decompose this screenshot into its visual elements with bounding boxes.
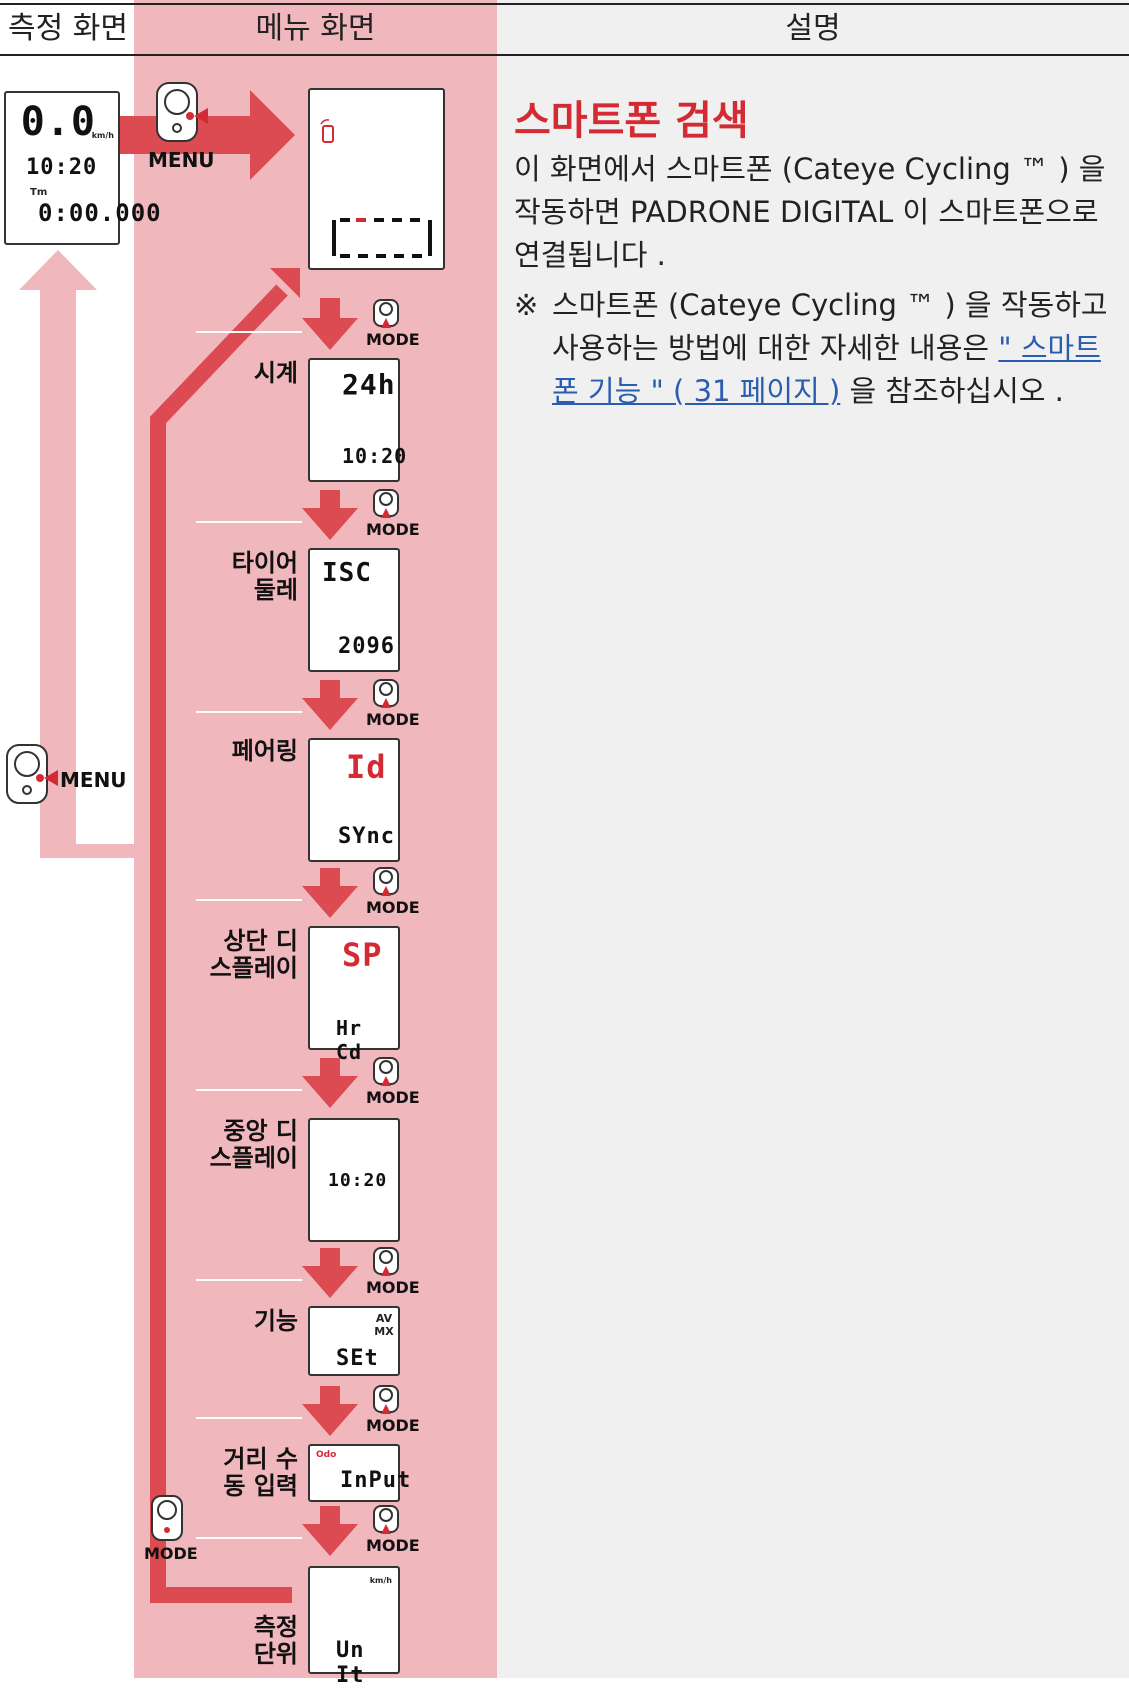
- lcd-top-text: ISC: [322, 558, 372, 588]
- lcd-middle-text: 10:20: [328, 1170, 388, 1191]
- lcd-bottom-text: InPut: [340, 1468, 412, 1493]
- mode-button-icon: [373, 1247, 399, 1276]
- menu-item-label: 중앙 디 스플레이: [209, 1117, 298, 1172]
- lcd-top-text: 24h: [342, 368, 396, 401]
- measure-speed-unit: km/h: [91, 131, 114, 140]
- menu-item-lcd: Id SYnc: [308, 738, 400, 862]
- mode-label: MODE: [366, 710, 420, 729]
- mode-button-icon: [373, 1505, 399, 1534]
- measure-screen-lcd: 0.0 km/h 10:20 Tm 0:00.000: [4, 91, 161, 245]
- menu-item-label: 측정 단위: [253, 1613, 298, 1668]
- mode-label: MODE: [366, 1088, 420, 1107]
- menu-item-lcd: 24h 10:20: [308, 358, 406, 482]
- description-title: 스마트폰 검색: [514, 98, 749, 144]
- header-menu-screen: 메뉴 화면: [255, 11, 376, 46]
- menu-item-lcd: AV MX SEt: [308, 1306, 400, 1376]
- note-mark: ※: [514, 288, 539, 322]
- mode-button-icon: [373, 1057, 399, 1086]
- mode-button-icon: [373, 679, 399, 708]
- menu-button-label-top: MENU: [148, 148, 215, 172]
- description-paragraph: 이 화면에서 스마트폰 (Cateye Cycling ™ ) 을 작동하면 P…: [514, 152, 1106, 272]
- menu-item-label: 타이어 둘레: [231, 549, 298, 604]
- mode-button-icon: [373, 1385, 399, 1414]
- menu-button-label-left: MENU: [60, 768, 127, 792]
- mode-label: MODE: [366, 1536, 420, 1555]
- menu-item-label: 페어링: [231, 737, 298, 765]
- header-bottom-rule: [0, 54, 1129, 56]
- description-note: 스마트폰 (Cateye Cycling ™ ) 을 작동하고 사용하는 방법에…: [552, 284, 1114, 413]
- measure-speed: 0.0: [20, 99, 96, 145]
- measure-tm-label: Tm: [30, 187, 48, 198]
- lcd-bottom-text: SYnc: [338, 824, 395, 849]
- device-menu-icon: [156, 82, 208, 142]
- menu-item-lcd: 10:20: [308, 1118, 400, 1242]
- lcd-bottom-text: 2096: [338, 634, 395, 659]
- lcd-top-text: Odo: [316, 1450, 337, 1460]
- mode-label: MODE: [366, 898, 420, 917]
- mode-button-icon: [373, 867, 399, 896]
- lcd-top-text: km/h: [369, 1576, 392, 1585]
- measure-time: 0:00.000: [38, 199, 162, 227]
- mode-label: MODE: [366, 1278, 420, 1297]
- mode-label: MODE: [366, 1416, 420, 1435]
- mode-button-icon: [373, 299, 399, 328]
- device-menu-icon-left: [6, 744, 58, 804]
- menu-item-lcd: Odo InPut: [308, 1444, 410, 1502]
- search-screen-lcd: [308, 88, 445, 270]
- lcd-bottom-text: Hr Cd: [336, 1016, 363, 1064]
- lcd-top-text: AV MX: [374, 1312, 394, 1338]
- menu-item-label: 거리 수 동 입력: [223, 1445, 298, 1500]
- mode-label: MODE: [366, 330, 420, 349]
- mode-button-label-left: MODE: [144, 1544, 198, 1563]
- note-text-b: 을 참조하십시오 .: [849, 374, 1064, 408]
- measure-clock: 10:20: [26, 155, 98, 180]
- mode-label: MODE: [366, 520, 420, 539]
- note-text-a: 스마트폰 (Cateye Cycling ™ ) 을 작동하고 사용하는 방법에…: [552, 288, 1108, 365]
- menu-item-label: 기능: [253, 1307, 298, 1335]
- header-measure-screen: 측정 화면: [8, 11, 128, 46]
- lcd-top-text: SP: [342, 936, 383, 974]
- header-description: 설명: [785, 11, 841, 46]
- menu-item-label: 상단 디 스플레이: [209, 927, 298, 982]
- description-column-bg: [497, 0, 1129, 1678]
- lcd-bottom-text: SEt: [336, 1346, 379, 1371]
- lcd-bottom-text: Un It: [336, 1638, 365, 1688]
- lcd-bottom-text: 10:20: [342, 444, 408, 468]
- menu-item-lcd: SP Hr Cd: [308, 926, 400, 1064]
- device-mode-icon: [151, 1495, 183, 1541]
- phone-signal-icon: [320, 119, 334, 143]
- search-progress-dashes: [332, 218, 432, 258]
- menu-item-label: 시계: [253, 359, 298, 387]
- lcd-top-text: Id: [346, 748, 387, 786]
- header-top-rule: [0, 3, 1129, 5]
- menu-item-lcd: km/h Un It: [308, 1566, 400, 1688]
- menu-item-lcd: ISC 2096: [308, 548, 400, 672]
- mode-button-icon: [373, 489, 399, 518]
- smartphone-function-link[interactable]: " 스마트폰 기능 " ( 31 페이지 ): [552, 331, 1101, 408]
